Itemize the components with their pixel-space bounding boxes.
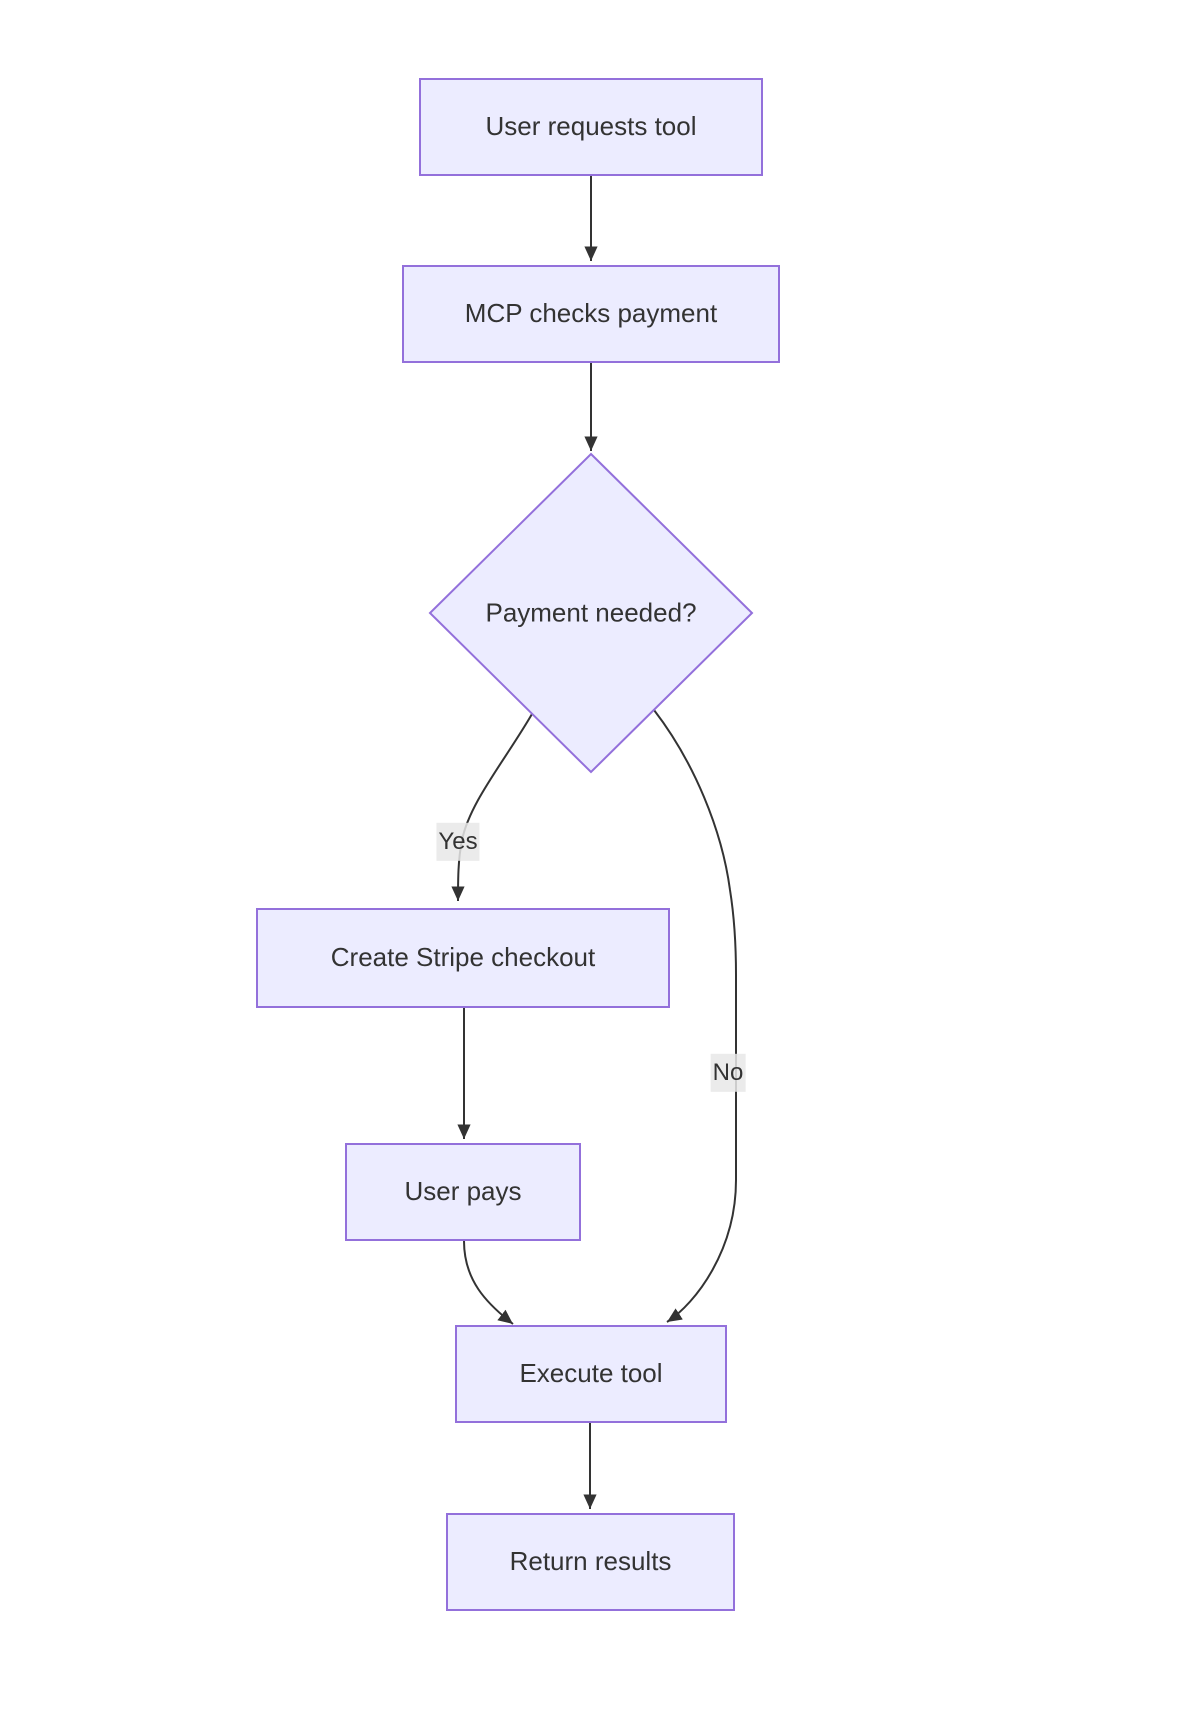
node-mcp-checks-payment: MCP checks payment [402, 265, 780, 363]
node-label: Return results [509, 1546, 672, 1577]
node-label: User requests tool [485, 111, 697, 142]
edge-label-yes: Yes [436, 822, 480, 862]
node-label: Create Stripe checkout [330, 942, 596, 973]
edge-label-no: No [710, 1053, 746, 1093]
node-payment-needed-label: Payment needed? [485, 597, 697, 628]
node-label: MCP checks payment [464, 298, 718, 329]
node-user-pays: User pays [345, 1143, 581, 1241]
edge-decision-no [653, 709, 737, 1323]
node-execute-tool: Execute tool [455, 1325, 727, 1423]
node-label: Execute tool [519, 1358, 663, 1389]
node-return-results: Return results [446, 1513, 735, 1611]
node-user-requests-tool: User requests tool [419, 78, 763, 176]
node-create-stripe-checkout: Create Stripe checkout [256, 908, 670, 1008]
edge-decision-yes [451, 713, 533, 902]
edge-pay-to-execute [463, 1240, 514, 1325]
node-payment-needed-shape [428, 452, 754, 774]
node-label: User pays [404, 1176, 522, 1207]
